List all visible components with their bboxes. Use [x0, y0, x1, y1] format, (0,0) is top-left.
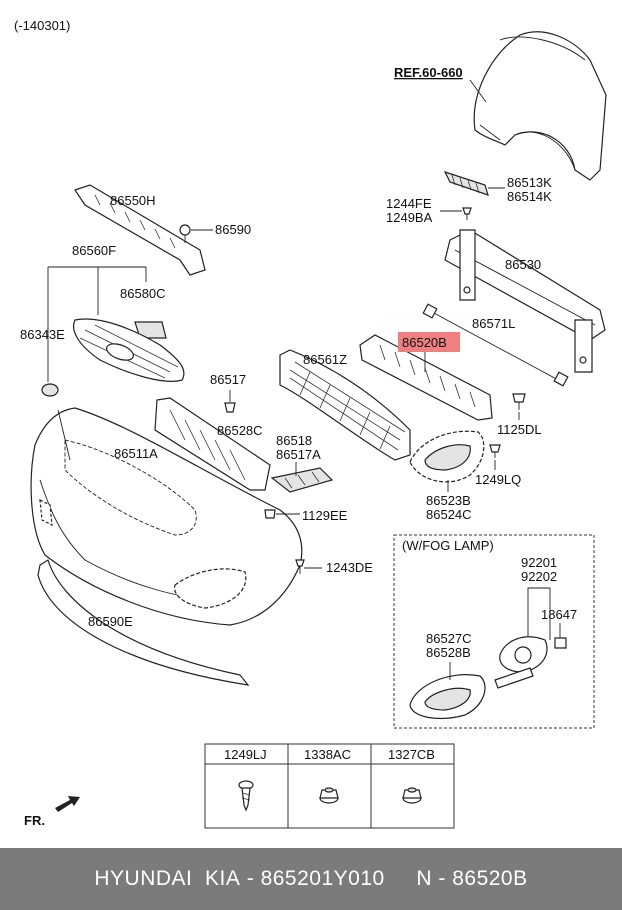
energy-absorber-86520b	[359, 334, 493, 421]
callout-86528b: 86528B	[426, 645, 471, 660]
callout-86513k: 86513K	[507, 175, 552, 190]
callout-86511a: 86511A	[114, 446, 158, 461]
callout-86527c: 86527C	[426, 631, 472, 646]
front-arrow-icon	[55, 796, 80, 812]
callout-1125dl: 1125DL	[497, 422, 542, 437]
bumper-cover-86511a	[30, 407, 303, 626]
lower-grille-86561z	[279, 349, 411, 461]
callout-86524c: 86524C	[426, 507, 472, 522]
lower-lip-86590e	[37, 559, 250, 686]
nut-1327cb-icon	[402, 787, 422, 804]
callout-1249ba: 1249BA	[386, 210, 433, 225]
clip-86590	[179, 224, 191, 243]
callout-1249lq: 1249LQ	[475, 472, 521, 487]
table-header-1338ac: 1338AC	[304, 747, 351, 762]
side-bracket-86513k	[443, 170, 489, 196]
callout-86518: 86518	[276, 433, 312, 448]
callout-86343e: 86343E	[20, 327, 65, 342]
screw-1244fe	[462, 207, 472, 220]
front-label: FR.	[24, 813, 45, 828]
bracket-86518	[270, 467, 334, 493]
fog-lamp-92201	[494, 636, 567, 689]
callout-86523b: 86523B	[426, 493, 471, 508]
bolt-1129ee	[264, 509, 276, 519]
header-code: (-140301)	[14, 18, 70, 33]
fog-lamp-box	[393, 534, 595, 729]
callout-92202: 92202	[521, 569, 557, 584]
nut-1338ac-icon	[319, 787, 339, 804]
footer-n-label: N	[416, 867, 433, 890]
table-header-1327cb: 1327CB	[388, 747, 435, 762]
callout-86514k: 86514K	[507, 189, 552, 204]
screw-1249lq	[489, 444, 501, 458]
upper-grille-86343e	[41, 318, 185, 397]
callout-1243de: 1243DE	[326, 560, 373, 575]
footer-brand: HYUNDAI KIA	[94, 867, 241, 890]
callout-1129ee: 1129EE	[302, 508, 348, 523]
ref-label: REF.60-660	[394, 65, 463, 80]
bolt-1125dl	[512, 393, 526, 410]
callout-86517a: 86517A	[276, 447, 321, 462]
footer-bar: HYUNDAI KIA - 865201Y010 N - 86520B	[0, 848, 622, 910]
callout-86520b: 86520B	[402, 335, 447, 350]
parts-diagram: (-140301) REF.60-660 86513K 86514K 1244F…	[14, 18, 607, 829]
callout-1244fe: 1244FE	[386, 196, 432, 211]
callout-86530: 86530	[505, 257, 541, 272]
rod-86571l	[422, 303, 569, 387]
callout-92201: 92201	[521, 555, 557, 570]
callout-86561z: 86561Z	[303, 352, 347, 367]
callout-86571l: 86571L	[472, 316, 515, 331]
fog-box-title: (W/FOG LAMP)	[402, 538, 494, 553]
callout-86550h: 86550H	[110, 193, 156, 208]
fender-reference-part	[473, 31, 607, 181]
callout-86517: 86517	[210, 372, 246, 387]
callout-86590e: 86590E	[88, 614, 133, 629]
upper-bracket-86550h	[74, 184, 206, 276]
footer-part-number: 865201Y010	[260, 867, 385, 890]
callout-18647: 18647	[541, 607, 577, 622]
screw-1249lj-icon	[238, 780, 254, 812]
fog-cover-86527c	[409, 674, 486, 720]
clip-86517	[224, 402, 236, 413]
footer-n-code: 86520B	[452, 867, 528, 890]
table-header-1249lj: 1249LJ	[224, 747, 267, 762]
side-bracket-86528c	[154, 397, 271, 491]
emblem-bracket-86580c	[134, 321, 167, 339]
callout-86528c: 86528C	[217, 423, 263, 438]
callout-86580c: 86580C	[120, 286, 166, 301]
callout-86520b-highlight	[398, 332, 460, 352]
fasteners-table: 1249LJ 1338AC 1327CB	[204, 743, 455, 829]
callout-86560f: 86560F	[72, 243, 116, 258]
bumper-beam-86530	[444, 229, 606, 373]
callout-86590: 86590	[215, 222, 251, 237]
fog-cover-86523b	[409, 430, 485, 483]
screw-1243de	[295, 559, 305, 574]
